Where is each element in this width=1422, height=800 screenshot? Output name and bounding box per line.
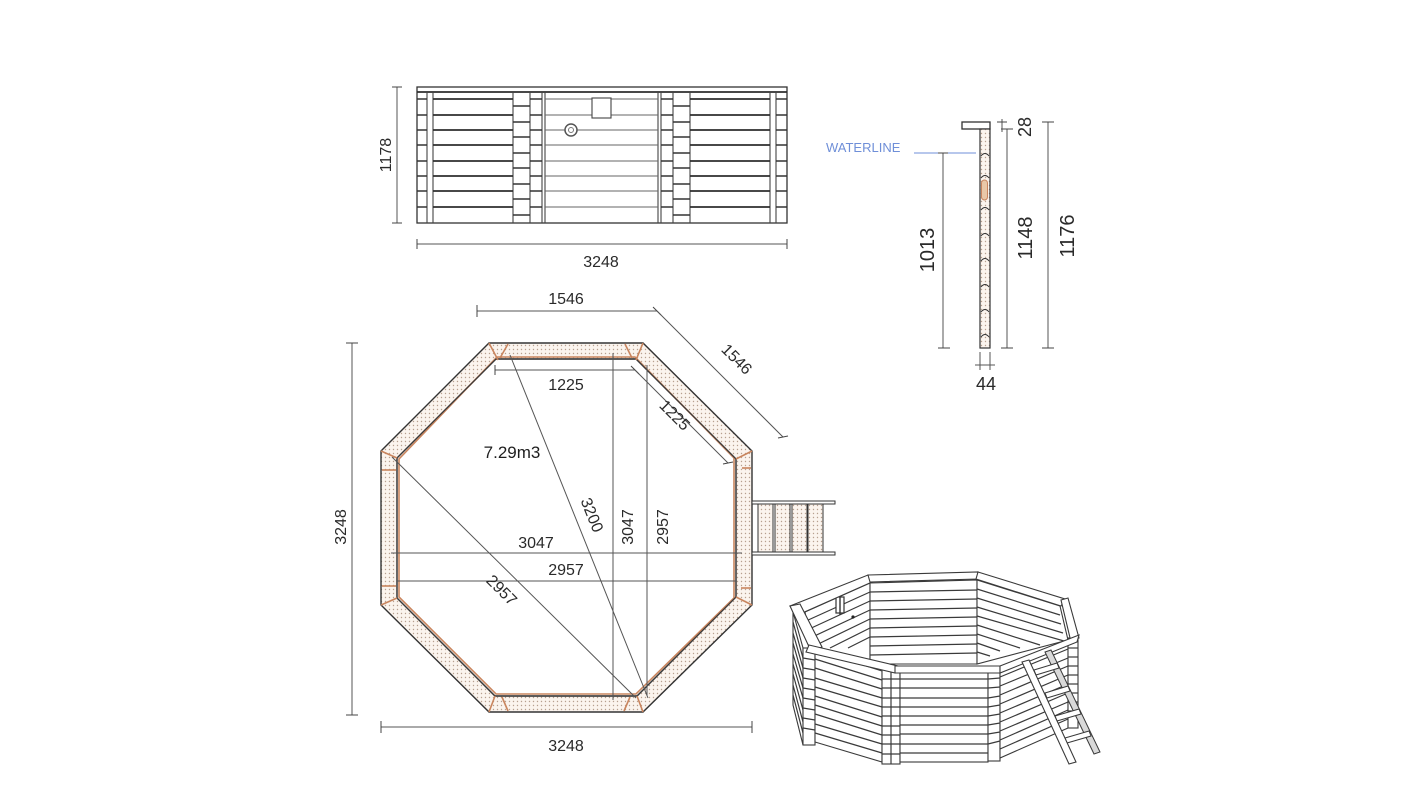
coping-rim bbox=[788, 571, 1080, 674]
across-corners-vertical-dimension: 3047 bbox=[612, 353, 637, 700]
ladder-step bbox=[791, 503, 808, 553]
perspective-view bbox=[788, 571, 1101, 765]
skimmer-3d-icon bbox=[835, 595, 855, 619]
wall-thickness-dimension: 44 bbox=[975, 352, 996, 394]
interior-back-panel bbox=[869, 579, 978, 665]
plan-view: 1546 1546 1225 1225 7.29m3 3248 3248 bbox=[333, 291, 836, 755]
ladder-step bbox=[774, 503, 791, 553]
coping-cap bbox=[961, 121, 991, 130]
corner-to-corner-diagonal-label: 3200 bbox=[577, 496, 606, 535]
overall-height-label: 1176 bbox=[1057, 214, 1079, 257]
inner-height-label: 1148 bbox=[1015, 216, 1037, 259]
outer-side-dimension: 1546 bbox=[476, 291, 662, 317]
overall-height-dimension: 1176 bbox=[1042, 121, 1079, 349]
inner-side-label: 1225 bbox=[548, 377, 584, 394]
across-flats-vertical-dimension: 2957 bbox=[646, 365, 672, 696]
across-corners-horizontal-label: 3047 bbox=[518, 535, 554, 552]
across-corners-horizontal-dimension: 3047 bbox=[391, 535, 742, 554]
across-flats-horizontal-label: 2957 bbox=[548, 562, 584, 579]
overall-height-plan-dimension: 3248 bbox=[333, 342, 358, 716]
across-flats-vertical-label: 2957 bbox=[655, 509, 672, 545]
ladder-plan bbox=[751, 500, 836, 556]
water-depth-label: 1013 bbox=[917, 228, 939, 273]
overall-width-plan-label: 3248 bbox=[548, 738, 584, 755]
across-corners-vertical-label: 3047 bbox=[620, 509, 637, 545]
across-flats-horizontal-dimension: 2957 bbox=[397, 562, 736, 582]
corner-joints bbox=[380, 342, 753, 713]
inner-side-dimension: 1225 bbox=[494, 365, 640, 394]
elevation-height-dimension: 1178 bbox=[378, 86, 402, 224]
water-depth-dimension: 1013 bbox=[917, 152, 950, 349]
elevation-width-dimension: 3248 bbox=[416, 239, 788, 271]
overall-width-plan-dimension: 3248 bbox=[380, 721, 753, 755]
overall-height-plan-label: 3248 bbox=[333, 509, 350, 545]
inlet-nozzle-icon bbox=[564, 123, 578, 137]
waterline-marker: WATERLINE bbox=[826, 140, 976, 155]
waterline-label: WATERLINE bbox=[826, 140, 901, 155]
ladder-step bbox=[757, 503, 774, 553]
volume-label: 7.29m3 bbox=[484, 443, 541, 462]
post-front-left bbox=[802, 647, 816, 746]
ladder-3d bbox=[1021, 649, 1101, 765]
outer-side-diagonal-label: 1546 bbox=[718, 341, 755, 378]
wall-board-joints bbox=[980, 153, 990, 338]
ladder-step bbox=[807, 503, 824, 553]
elevation-posts bbox=[426, 92, 777, 223]
octagon-wall bbox=[380, 342, 753, 713]
wall-section-view: WATERLINE 1013 1148 1176 28 44 bbox=[826, 117, 1079, 394]
coping-thickness-dimension: 28 bbox=[997, 117, 1035, 137]
elevation-height-label: 1178 bbox=[378, 138, 395, 173]
elevation-panel-boards bbox=[433, 98, 770, 208]
wall-cross-section bbox=[979, 128, 991, 349]
elevation-width-label: 3248 bbox=[583, 254, 619, 271]
outer-side-label: 1546 bbox=[548, 291, 584, 308]
elevation-column-boards bbox=[417, 98, 787, 216]
ladder-rail-right bbox=[1044, 649, 1101, 755]
inner-height-dimension: 1148 bbox=[1001, 128, 1037, 349]
skimmer-icon bbox=[591, 97, 612, 119]
wall-thickness-label: 44 bbox=[976, 374, 996, 394]
front-elevation-view: 1178 3248 bbox=[378, 86, 788, 271]
coping-thickness-label: 28 bbox=[1015, 117, 1035, 137]
ladder-rail-left bbox=[1021, 659, 1077, 765]
wall-slot bbox=[981, 179, 988, 201]
ladder-step bbox=[1064, 730, 1092, 744]
